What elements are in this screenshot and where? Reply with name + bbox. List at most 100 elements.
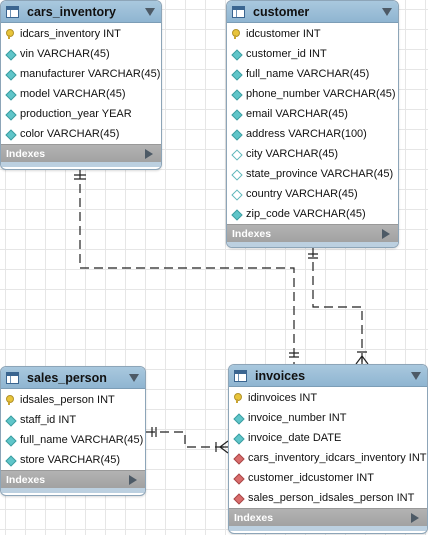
column-label: invoice_date DATE [248, 432, 342, 444]
sales-person-table[interactable]: sales_person idsales_person INT staff_id… [0, 366, 146, 496]
column-row[interactable]: idinvoices INT [229, 388, 427, 408]
column-row[interactable]: cars_inventory_idcars_inventory INT [229, 448, 427, 468]
expand-arrow-icon[interactable] [411, 513, 419, 523]
cardinality-one-one-marker [308, 253, 318, 259]
relationship-sales-person-invoices [146, 431, 228, 448]
column-row[interactable]: production_year YEAR [1, 104, 161, 124]
column-diamond-icon [5, 455, 15, 465]
column-row[interactable]: idcustomer INT [227, 24, 398, 44]
column-row[interactable]: country VARCHAR(45) [227, 184, 398, 204]
sales-person-table-header[interactable]: sales_person [1, 367, 145, 389]
column-row[interactable]: email VARCHAR(45) [227, 104, 398, 124]
primary-key-icon [5, 29, 15, 39]
column-row[interactable]: store VARCHAR(45) [1, 450, 145, 470]
column-diamond-icon [5, 435, 15, 445]
column-label: idcars_inventory INT [20, 28, 121, 40]
column-row[interactable]: invoice_number INT [229, 408, 427, 428]
cardinality-one-one-marker [74, 174, 86, 180]
column-label: full_name VARCHAR(45) [246, 68, 370, 80]
collapse-arrow-icon[interactable] [411, 372, 421, 380]
column-row[interactable]: full_name VARCHAR(45) [227, 64, 398, 84]
column-row[interactable]: sales_person_idsales_person INT [229, 488, 427, 508]
column-diamond-icon [231, 89, 241, 99]
column-row[interactable]: phone_number VARCHAR(45) [227, 84, 398, 104]
column-row[interactable]: idcars_inventory INT [1, 24, 161, 44]
column-label: email VARCHAR(45) [246, 108, 348, 120]
table-icon [6, 5, 19, 18]
table-footer [1, 162, 161, 167]
column-row[interactable]: customer_idcustomer INT [229, 468, 427, 488]
column-label: country VARCHAR(45) [246, 188, 358, 200]
table-icon [6, 371, 19, 384]
column-label: manufacturer VARCHAR(45) [20, 68, 161, 80]
column-label: state_province VARCHAR(45) [246, 168, 394, 180]
column-label: model VARCHAR(45) [20, 88, 126, 100]
primary-key-icon [233, 393, 243, 403]
column-label: full_name VARCHAR(45) [20, 434, 144, 446]
invoices-table-header[interactable]: invoices [229, 365, 427, 387]
cars-inventory-table[interactable]: cars_inventory idcars_inventory INT vin … [0, 0, 162, 170]
cardinality-one-one-marker [289, 352, 299, 358]
indexes-label: Indexes [6, 147, 46, 160]
column-row[interactable]: full_name VARCHAR(45) [1, 430, 145, 450]
column-label: phone_number VARCHAR(45) [246, 88, 396, 100]
column-row[interactable]: zip_code VARCHAR(45) [227, 204, 398, 224]
column-row[interactable]: state_province VARCHAR(45) [227, 164, 398, 184]
collapse-arrow-icon[interactable] [382, 8, 392, 16]
column-row[interactable]: staff_id INT [1, 410, 145, 430]
indexes-bar[interactable]: Indexes [1, 144, 161, 162]
column-row[interactable]: model VARCHAR(45) [1, 84, 161, 104]
column-label: zip_code VARCHAR(45) [246, 208, 366, 220]
collapse-arrow-icon[interactable] [129, 374, 139, 382]
indexes-bar[interactable]: Indexes [227, 224, 398, 242]
column-diamond-icon [231, 129, 241, 139]
customer-table[interactable]: customer idcustomer INT customer_id INT … [226, 0, 399, 248]
column-row[interactable]: idsales_person INT [1, 390, 145, 410]
table-title: cars_inventory [27, 4, 116, 19]
column-row[interactable]: city VARCHAR(45) [227, 144, 398, 164]
expand-arrow-icon[interactable] [145, 149, 153, 159]
column-row[interactable]: color VARCHAR(45) [1, 124, 161, 144]
column-diamond-icon [231, 49, 241, 59]
column-label: staff_id INT [20, 414, 77, 426]
expand-arrow-icon[interactable] [382, 229, 390, 239]
nullable-column-diamond-icon [231, 169, 241, 179]
cardinality-one-many-marker [215, 440, 229, 454]
column-label: city VARCHAR(45) [246, 148, 339, 160]
column-row[interactable]: invoice_date DATE [229, 428, 427, 448]
column-diamond-icon [5, 89, 15, 99]
indexes-bar[interactable]: Indexes [1, 470, 145, 488]
table-icon [232, 5, 245, 18]
table-footer [229, 526, 427, 531]
column-list: idinvoices INT invoice_number INT invoic… [229, 387, 427, 508]
nullable-column-diamond-icon [231, 149, 241, 159]
primary-key-icon [5, 395, 15, 405]
foreign-key-diamond-icon [233, 453, 243, 463]
column-row[interactable]: manufacturer VARCHAR(45) [1, 64, 161, 84]
column-row[interactable]: vin VARCHAR(45) [1, 44, 161, 64]
column-label: store VARCHAR(45) [20, 454, 121, 466]
collapse-arrow-icon[interactable] [145, 8, 155, 16]
customer-table-header[interactable]: customer [227, 1, 398, 23]
column-label: cars_inventory_idcars_inventory INT [248, 452, 427, 464]
column-diamond-icon [5, 109, 15, 119]
column-label: address VARCHAR(100) [246, 128, 367, 140]
nullable-column-diamond-icon [231, 189, 241, 199]
cardinality-one-many-marker [355, 351, 369, 365]
cars-inventory-table-header[interactable]: cars_inventory [1, 1, 161, 23]
column-label: invoice_number INT [248, 412, 347, 424]
column-label: color VARCHAR(45) [20, 128, 120, 140]
column-row[interactable]: address VARCHAR(100) [227, 124, 398, 144]
column-diamond-icon [231, 109, 241, 119]
invoices-table[interactable]: invoices idinvoices INT invoice_number I… [228, 364, 428, 534]
indexes-bar[interactable]: Indexes [229, 508, 427, 526]
table-title: customer [253, 4, 310, 19]
expand-arrow-icon[interactable] [129, 475, 137, 485]
cardinality-one-one-marker [151, 427, 157, 437]
column-diamond-icon [5, 49, 15, 59]
table-footer [1, 488, 145, 493]
column-row[interactable]: customer_id INT [227, 44, 398, 64]
indexes-label: Indexes [232, 227, 272, 240]
primary-key-icon [231, 29, 241, 39]
column-label: idcustomer INT [246, 28, 321, 40]
